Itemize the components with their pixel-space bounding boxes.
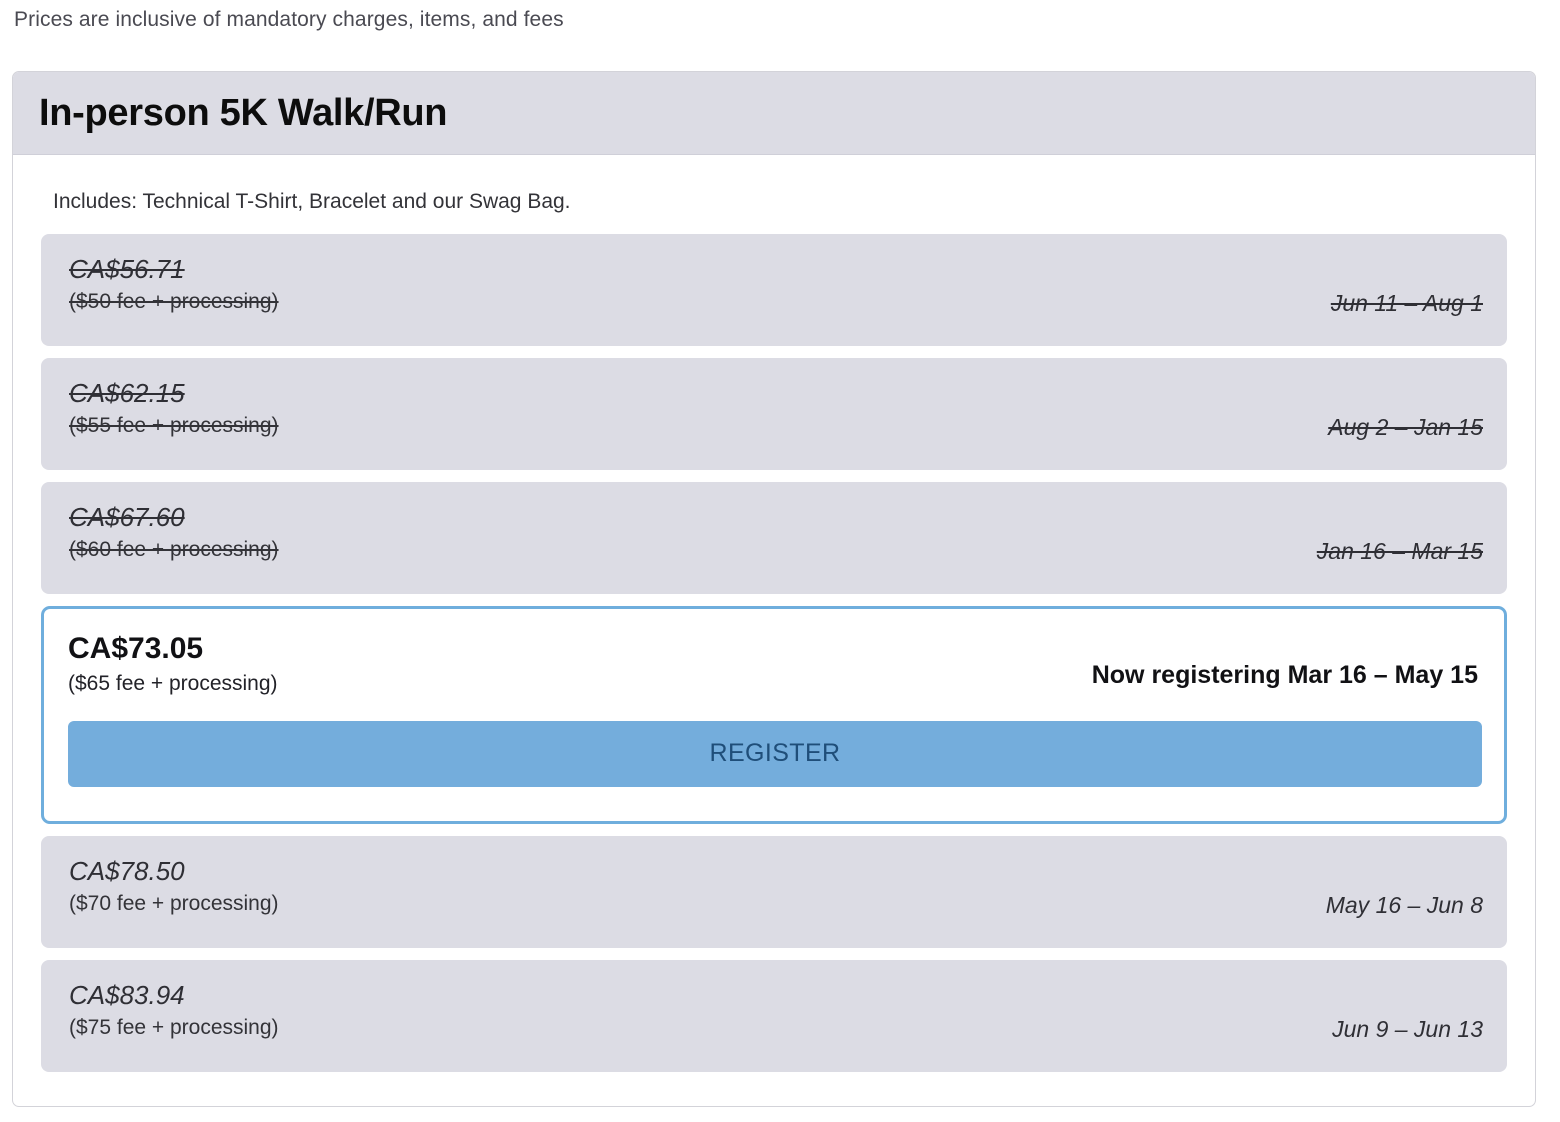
price-tier-row: CA$78.50 ($70 fee + processing) May 16 –… (41, 836, 1507, 948)
tier-date-range: May 16 – Jun 8 (1325, 891, 1483, 918)
tier-fee: ($50 fee + processing) (69, 290, 279, 314)
register-button[interactable]: REGISTER (68, 720, 1482, 787)
tier-price: CA$78.50 (69, 856, 185, 886)
tier-price: CA$56.71 (69, 254, 185, 284)
page-title: In-person 5K Walk/Run (39, 91, 448, 134)
price-block: CA$62.15 ($55 fee + processing) (69, 378, 279, 438)
price-tier-list: CA$56.71 ($50 fee + processing) Jun 11 –… (41, 234, 1507, 1072)
price-tier-row: CA$83.94 ($75 fee + processing) Jun 9 – … (41, 960, 1507, 1072)
tier-date-range: Jun 11 – Aug 1 (1330, 289, 1483, 316)
price-tier-row: CA$62.15 ($55 fee + processing) Aug 2 – … (41, 358, 1507, 470)
tier-fee: ($70 fee + processing) (69, 892, 279, 916)
pricing-notice: Prices are inclusive of mandatory charge… (14, 8, 564, 31)
tier-price: CA$73.05 (68, 632, 204, 665)
price-tier-row: CA$67.60 ($60 fee + processing) Jan 16 –… (41, 482, 1507, 594)
event-pricing-card: In-person 5K Walk/Run Includes: Technica… (12, 71, 1536, 1107)
now-registering-label: Now registering Mar 16 – May 15 (1091, 661, 1478, 689)
tier-date-range: Jan 16 – Mar 15 (1316, 537, 1483, 564)
price-block: CA$56.71 ($50 fee + processing) (69, 254, 279, 314)
price-tier-row-active: CA$73.05 ($65 fee + processing) Now regi… (41, 606, 1507, 824)
price-block: CA$67.60 ($60 fee + processing) (69, 502, 279, 562)
tier-fee: ($60 fee + processing) (69, 538, 279, 562)
card-body: Includes: Technical T-Shirt, Bracelet an… (13, 155, 1535, 1102)
tier-date-range: Jun 9 – Jun 13 (1332, 1015, 1483, 1042)
tier-fee: ($75 fee + processing) (69, 1016, 279, 1040)
price-block: CA$78.50 ($70 fee + processing) (69, 856, 279, 916)
tier-price: CA$62.15 (69, 378, 185, 408)
includes-text: Includes: Technical T-Shirt, Bracelet an… (53, 190, 571, 213)
tier-date-range: Aug 2 – Jan 15 (1328, 413, 1483, 440)
price-block: CA$83.94 ($75 fee + processing) (69, 980, 279, 1040)
tier-price: CA$83.94 (69, 980, 185, 1010)
card-header: In-person 5K Walk/Run (13, 72, 1535, 155)
active-tier-top: CA$73.05 ($65 fee + processing) Now regi… (68, 633, 1482, 695)
tier-fee: ($55 fee + processing) (69, 414, 279, 438)
price-block: CA$73.05 ($65 fee + processing) (68, 633, 278, 695)
tier-price: CA$67.60 (69, 502, 185, 532)
tier-fee: ($65 fee + processing) (68, 671, 278, 695)
price-tier-row: CA$56.71 ($50 fee + processing) Jun 11 –… (41, 234, 1507, 346)
